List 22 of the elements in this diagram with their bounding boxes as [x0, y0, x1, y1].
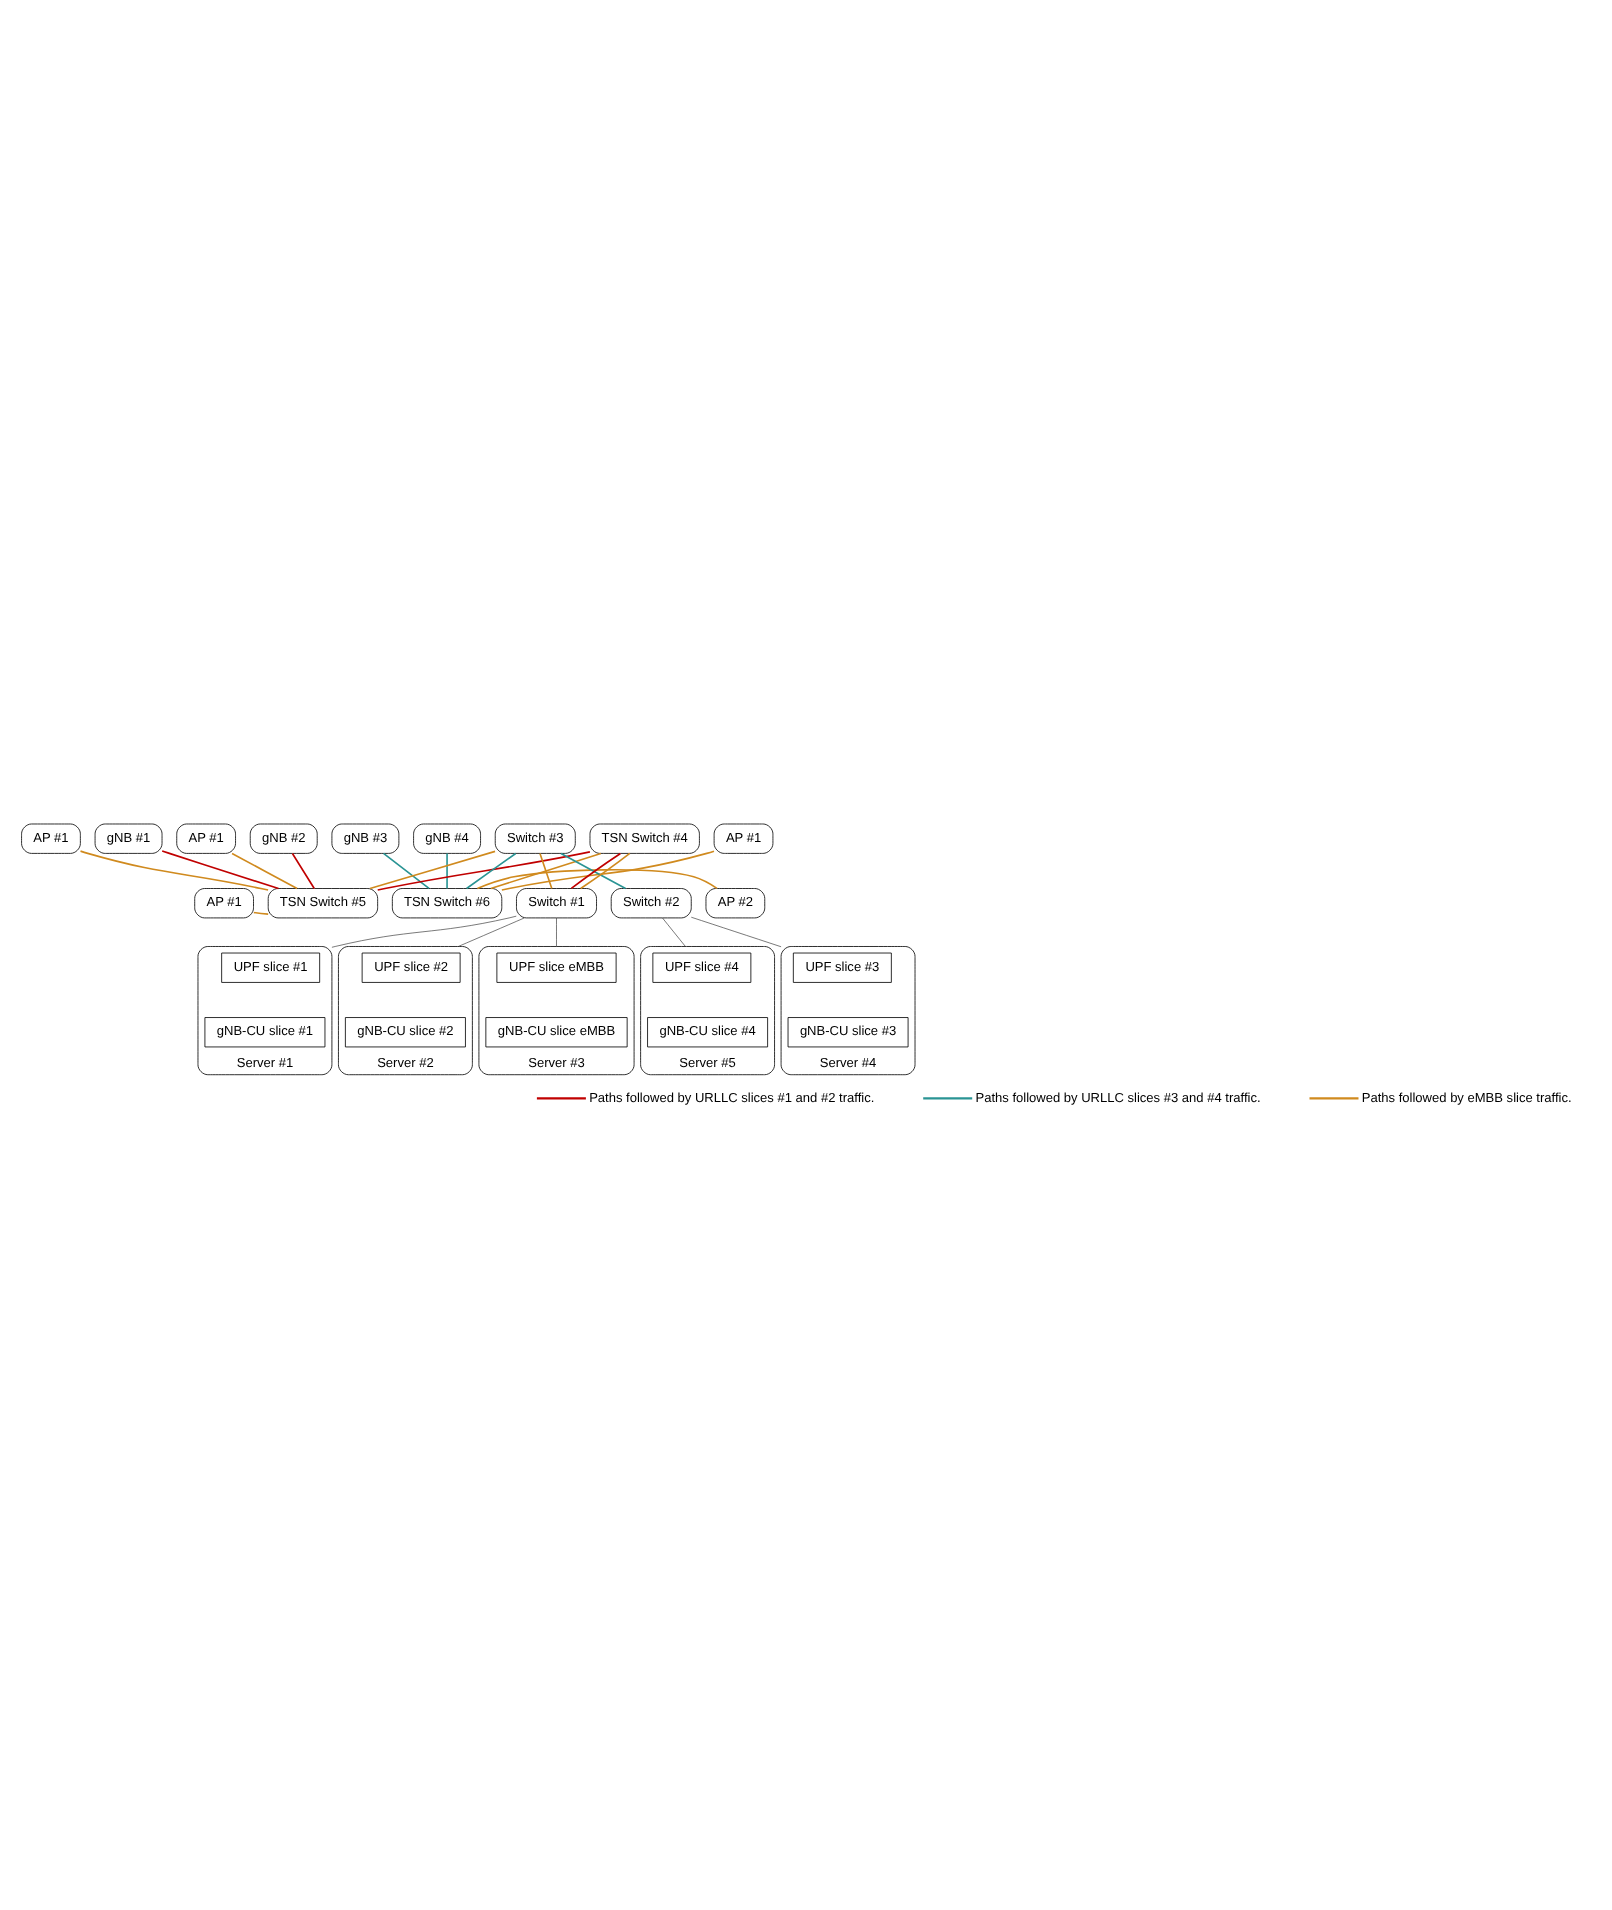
- connector: [161, 850, 280, 890]
- connector: [476, 869, 718, 890]
- connector: [331, 915, 517, 948]
- connector: [446, 852, 448, 890]
- connector: [560, 852, 627, 890]
- connector: [231, 852, 298, 890]
- connector: [376, 851, 591, 891]
- connector: [490, 852, 602, 890]
- connector: [556, 917, 557, 947]
- connector: [382, 852, 430, 890]
- connector: [369, 850, 496, 890]
- connector: [690, 916, 782, 948]
- connector: [662, 917, 686, 947]
- connector: [501, 850, 715, 891]
- connector: [539, 852, 553, 890]
- connector: [253, 911, 269, 915]
- connector: [465, 852, 517, 890]
- connector: [291, 852, 316, 890]
- connector: [79, 850, 269, 891]
- connector: [579, 852, 631, 890]
- connector: [570, 852, 622, 890]
- connector: [458, 917, 525, 947]
